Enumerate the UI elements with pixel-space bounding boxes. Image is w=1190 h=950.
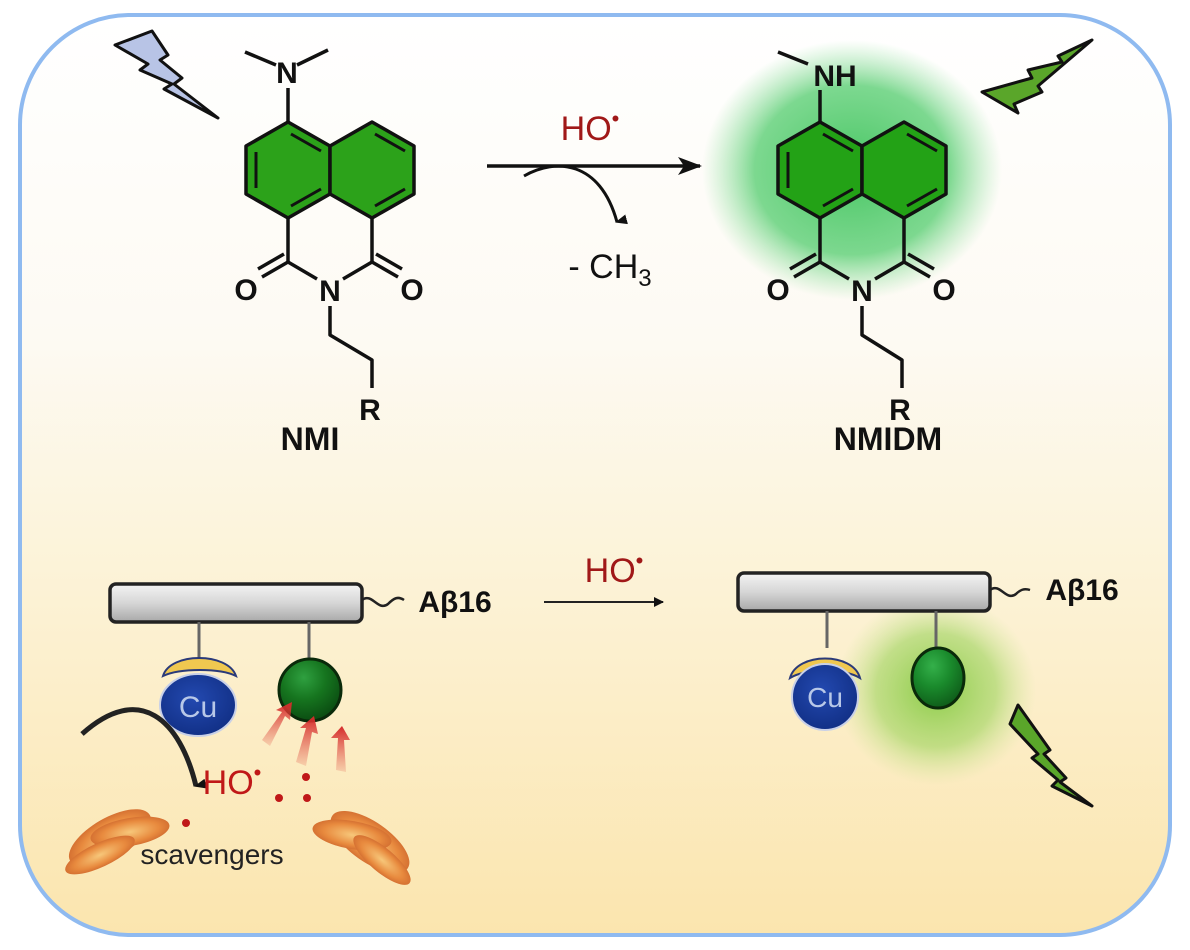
cu-label-right: Cu — [807, 682, 843, 713]
nmi-amine-n: N — [276, 57, 298, 90]
top-arrow-reagent: HO• — [561, 106, 620, 148]
nmidm-carbonyl-o-right: O — [932, 274, 955, 307]
lightning-bolt-blue-icon — [113, 29, 220, 120]
nmi-imide-n: N — [319, 275, 341, 308]
probe-ball-right — [910, 646, 966, 710]
bottom-reaction-arrow: HO• — [544, 548, 664, 607]
cu-ion-left — [159, 673, 237, 737]
lightning-bolt-green-emission-icon — [1008, 703, 1094, 808]
nmidm-substituent-r: R — [889, 394, 911, 427]
bottom-right-scheme: Aβ16 Cu — [736, 571, 1119, 808]
cu-binding-cap-left — [161, 657, 238, 678]
nmi-carbonyl-o-right: O — [400, 274, 423, 307]
nmidm-label: NMIDM — [834, 421, 942, 457]
nmidm-imide-n: N — [851, 275, 873, 308]
nmi-molecule: N O O N R NMI — [113, 29, 424, 457]
radical-attack-arrows — [262, 702, 350, 772]
scavenger-right-icon — [312, 810, 411, 885]
top-arrow-byproduct: - CH3 — [568, 248, 651, 292]
nmi-ring-right — [328, 120, 416, 220]
top-reaction-arrow: HO• - CH3 — [487, 106, 702, 292]
bottom-arrow-reagent: HO• — [585, 548, 644, 590]
peptide-label-right: Aβ16 — [1045, 574, 1118, 607]
radical-label-left: HO• — [203, 760, 262, 802]
nmidm-molecule: NH O O N R NMIDM — [702, 38, 1094, 457]
nmidm-amine-nh: NH — [813, 60, 856, 93]
cu-ion-right — [791, 663, 859, 731]
bottom-left-scheme: Aβ16 Cu HO• — [65, 582, 492, 885]
cu-label-left: Cu — [179, 691, 217, 724]
nmi-label: NMI — [281, 421, 340, 457]
nmi-substituent-r: R — [359, 394, 381, 427]
curved-elimination-arrow — [523, 164, 628, 225]
scavenger-curved-arrow — [80, 707, 207, 789]
scavenger-left-icon — [65, 809, 170, 875]
scavengers-label: scavengers — [140, 839, 283, 870]
nmidm-ring-right — [860, 120, 948, 220]
peptide-label-left: Aβ16 — [418, 586, 491, 619]
lightning-bolt-green-icon — [980, 38, 1094, 115]
nmidm-carbonyl-o-left: O — [766, 274, 789, 307]
peptide-bar-right — [736, 571, 992, 613]
nmi-carbonyl-o-left: O — [234, 274, 257, 307]
peptide-bar-left — [108, 582, 364, 624]
